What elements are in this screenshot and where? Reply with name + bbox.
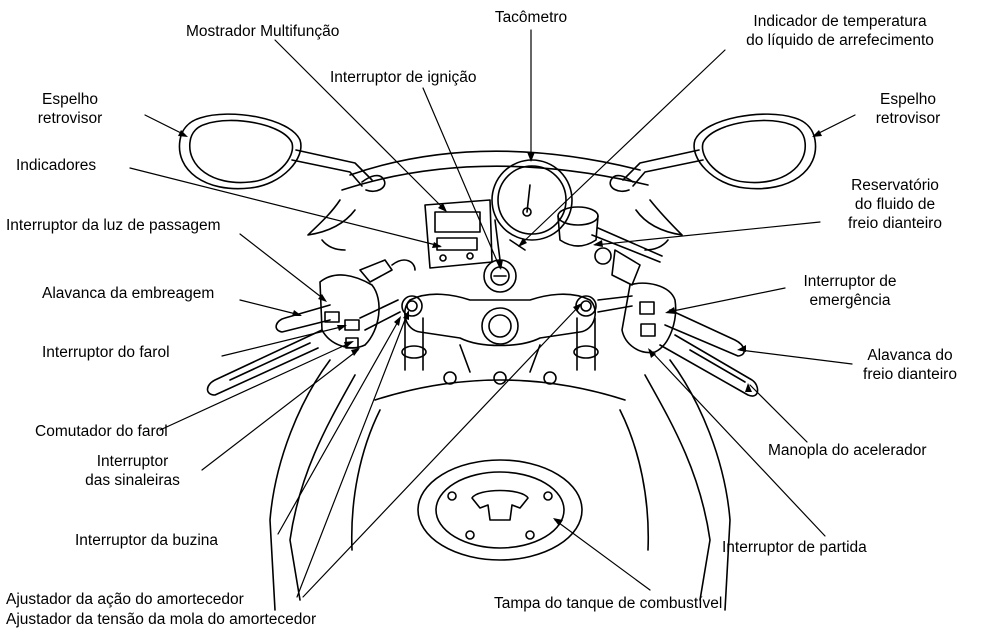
label-interruptor-emergencia: Interruptor de emergência [785,272,915,310]
label-ajustador-tensao-mola: Ajustador da tensão da mola do amorteced… [6,610,316,629]
label-ajustador-acao-amortecedor: Ajustador da ação do amortecedor [6,590,244,609]
label-mostrador-multifuncao: Mostrador Multifunção [186,22,339,41]
label-emergencia-line2: emergência [785,291,915,310]
label-interruptor-sinaleiras: Interruptor das sinaleiras [75,452,190,490]
label-reservatorio-fluido-freio: Reservatório do fluido de freio dianteir… [825,176,965,233]
instrument-cluster [425,160,572,268]
label-espelho-right-line2: retrovisor [858,109,958,128]
brake-reservoir [558,207,662,264]
label-freio-line2: freio dianteiro [850,365,970,384]
right-handlebar [598,250,758,396]
label-indicador-temperatura-line1: Indicador de temperatura [705,12,975,31]
label-sinaleiras-line2: das sinaleiras [75,471,190,490]
label-emergencia-line1: Interruptor de [785,272,915,291]
label-alavanca-embreagem: Alavanca da embreagem [42,284,214,303]
label-espelho-left-line1: Espelho [25,90,115,109]
left-mirror [179,114,384,191]
label-espelho-right-line1: Espelho [858,90,958,109]
label-espelho-retrovisor-right: Espelho retrovisor [858,90,958,128]
label-sinaleiras-line1: Interruptor [75,452,190,471]
label-alavanca-freio-dianteiro: Alavanca do freio dianteiro [850,346,970,384]
triple-clamp [402,294,598,384]
label-espelho-retrovisor-left: Espelho retrovisor [25,90,115,128]
fairing [308,151,682,250]
label-freio-line1: Alavanca do [850,346,970,365]
label-reservatorio-line3: freio dianteiro [825,214,965,233]
label-interruptor-farol: Interruptor do farol [42,343,170,362]
label-manopla-acelerador: Manopla do acelerador [768,441,927,460]
fuel-tank [270,360,730,610]
label-tampa-tanque-combustivel: Tampa do tanque de combustível [494,594,722,613]
right-mirror [610,114,815,191]
label-indicadores: Indicadores [16,156,96,175]
label-interruptor-partida: Interruptor de partida [722,538,867,557]
label-interruptor-luz-passagem: Interruptor da luz de passagem [6,216,221,235]
label-tacometro: Tacômetro [481,8,581,27]
label-reservatorio-line2: do fluido de [825,195,965,214]
label-espelho-left-line2: retrovisor [25,109,115,128]
label-comutador-farol: Comutador do farol [35,422,168,441]
label-indicador-temperatura-line2: do líquido de arrefecimento [705,31,975,50]
label-indicador-temperatura: Indicador de temperatura do líquido de a… [705,12,975,50]
label-reservatorio-line1: Reservatório [825,176,965,195]
label-interruptor-buzina: Interruptor da buzina [75,531,218,550]
label-interruptor-ignicao: Interruptor de ignição [330,68,476,87]
